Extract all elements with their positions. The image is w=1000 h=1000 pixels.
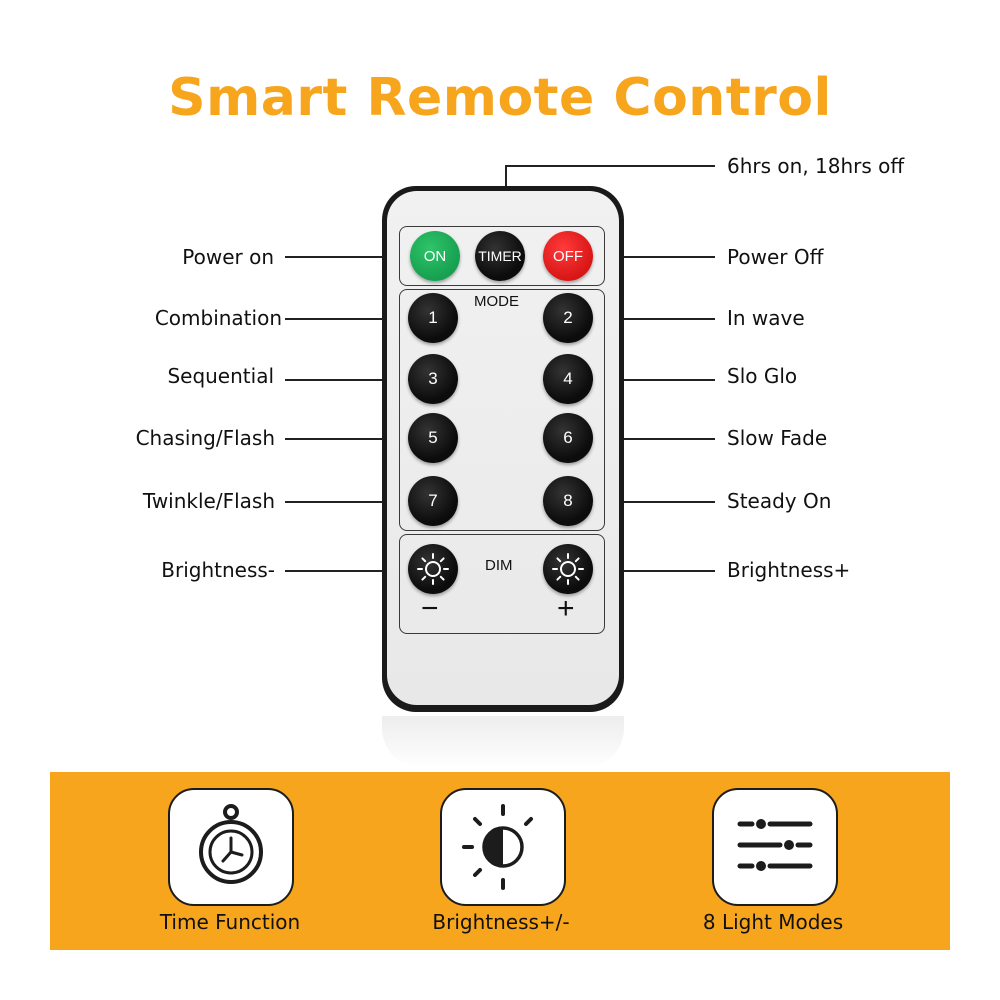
dim-group (399, 534, 605, 634)
feature-label-modes: 8 Light Modes (702, 910, 844, 934)
dim-label: DIM (485, 557, 513, 574)
light-modes-tile (712, 788, 838, 906)
brightness-plus-line (595, 570, 715, 572)
combination-line (285, 318, 410, 320)
timer-button[interactable]: TIMER (475, 231, 525, 281)
label-twinkle-flash: Twinkle/Flash (142, 489, 275, 513)
label-chasing-flash: Chasing/Flash (135, 426, 275, 450)
remote-reflection (382, 716, 624, 768)
mode-label: MODE (474, 293, 519, 310)
on-button[interactable]: ON (410, 231, 460, 281)
label-sequential: Sequential (167, 364, 274, 388)
sequential-line (285, 379, 410, 381)
in-wave-line (595, 318, 715, 320)
mode-button-2[interactable]: 2 (543, 293, 593, 343)
label-power-off: Power Off (727, 245, 824, 269)
sun-icon (552, 553, 584, 585)
page-title: Smart Remote Control (168, 68, 832, 128)
power-on-line (285, 256, 410, 258)
mode-group (399, 289, 605, 531)
label-slo-glo: Slo Glo (727, 364, 798, 388)
mode-button-6[interactable]: 6 (543, 413, 593, 463)
plus-symbol: + (557, 592, 575, 625)
brightness-up-button[interactable] (543, 544, 593, 594)
label-brightness-plus: Brightness+ (727, 558, 851, 582)
stopwatch-icon (199, 804, 263, 884)
chasing-flash-line (285, 438, 410, 440)
label-brightness-minus: Brightness- (161, 558, 275, 582)
mode-button-7[interactable]: 7 (408, 476, 458, 526)
mode-button-1[interactable]: 1 (408, 293, 458, 343)
power-off-line (595, 256, 715, 258)
feature-label-time: Time Function (159, 910, 301, 934)
power-group (399, 226, 605, 286)
slow-fade-line (595, 438, 715, 440)
steady-on-line (595, 501, 715, 503)
mode-button-4[interactable]: 4 (543, 354, 593, 404)
label-in-wave: In wave (727, 306, 805, 330)
label-combination: Combination (154, 306, 282, 330)
brightness-icon (462, 804, 533, 890)
mode-button-5[interactable]: 5 (408, 413, 458, 463)
sun-icon (417, 553, 449, 585)
twinkle-flash-line (285, 501, 410, 503)
label-steady-on: Steady On (727, 489, 832, 513)
label-power-on: Power on (182, 245, 274, 269)
slo-glo-line (595, 379, 715, 381)
brightness-tile (440, 788, 566, 906)
feature-label-brightness: Brightness+/- (432, 910, 570, 934)
timer-callout-horizontal (505, 165, 715, 167)
brightness-minus-line (285, 570, 410, 572)
label-timer: 6hrs on, 18hrs off (727, 154, 905, 178)
mode-button-3[interactable]: 3 (408, 354, 458, 404)
label-slow-fade: Slow Fade (727, 426, 828, 450)
off-button[interactable]: OFF (543, 231, 593, 281)
minus-symbol: − (421, 592, 439, 625)
mode-button-8[interactable]: 8 (543, 476, 593, 526)
time-function-tile (168, 788, 294, 906)
brightness-down-button[interactable] (408, 544, 458, 594)
sliders-icon (737, 819, 813, 871)
